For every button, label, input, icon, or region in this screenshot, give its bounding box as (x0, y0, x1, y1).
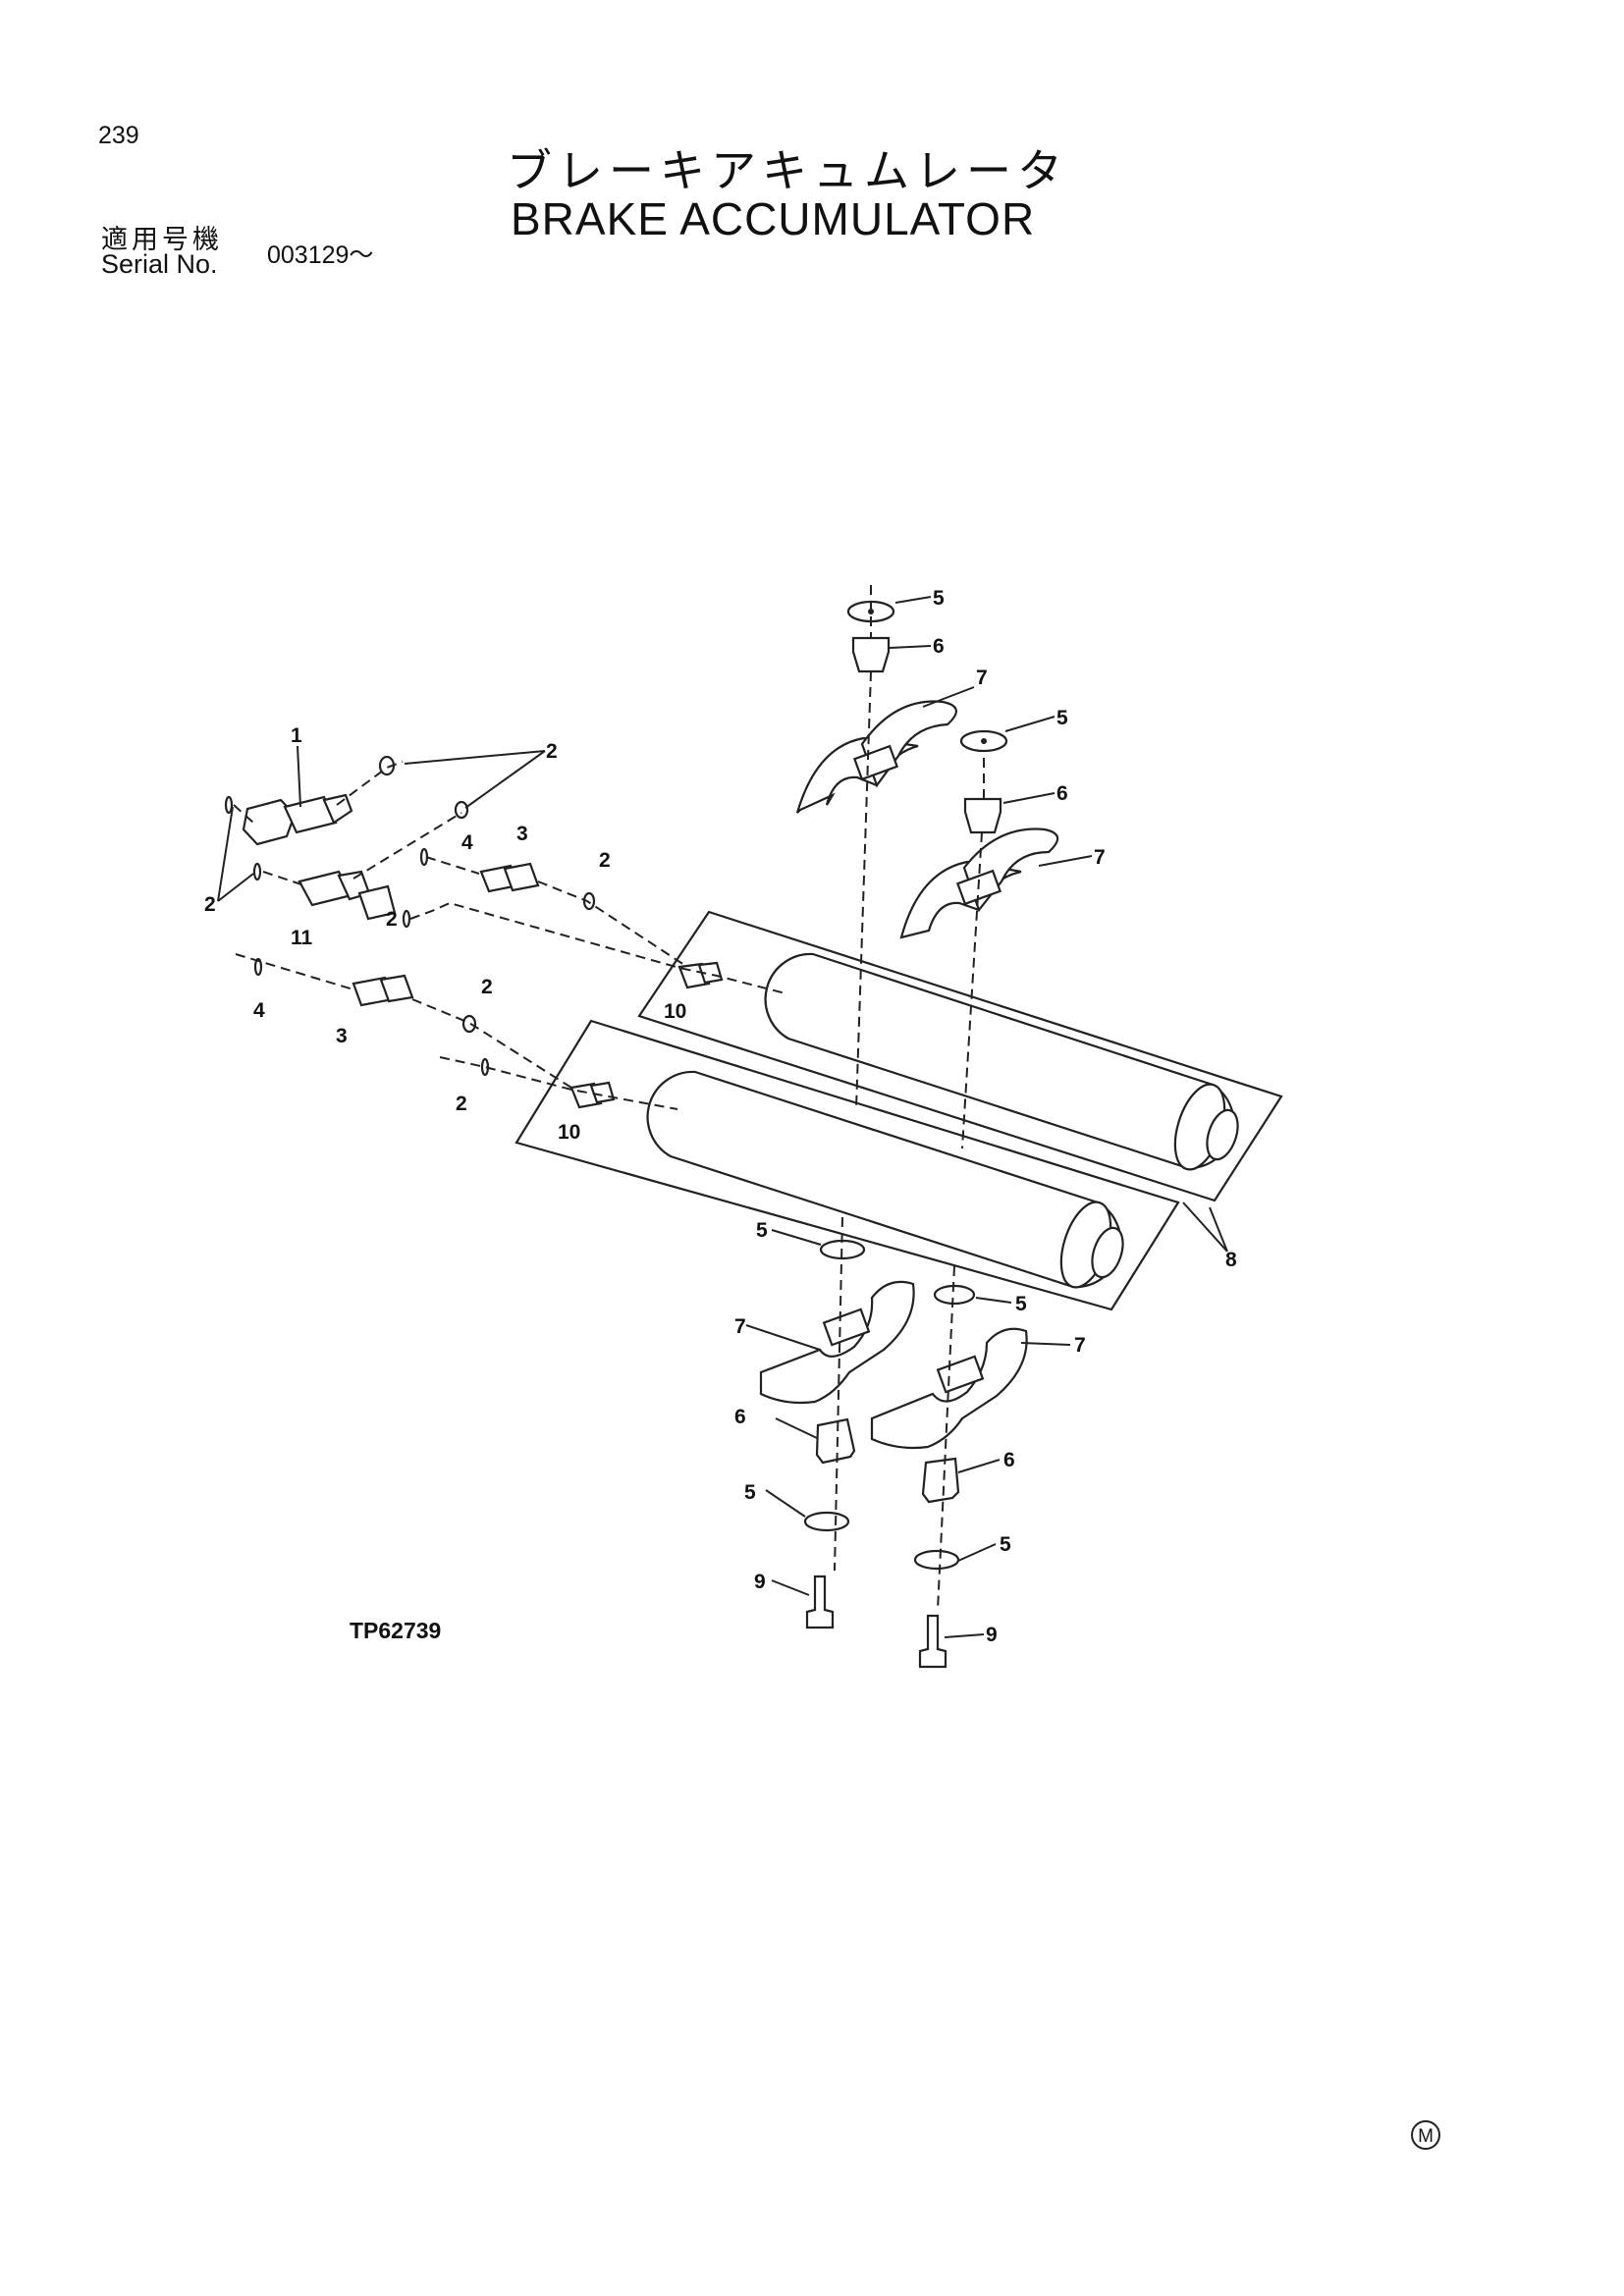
callout-7: 7 (734, 1315, 746, 1338)
callout-8: 8 (1225, 1249, 1237, 1271)
clamp-upper-left (795, 700, 957, 814)
serial-label-japanese: 適用号機 (101, 225, 223, 255)
page-number: 239 (98, 122, 139, 149)
callout-5: 5 (1015, 1293, 1027, 1315)
clamp-upper-right (899, 828, 1059, 939)
washer-bottom-right (913, 1549, 960, 1571)
lower-accumulator-cylinder (646, 1070, 1124, 1289)
bushing-bottom-left (815, 1417, 856, 1465)
callout-5: 5 (1056, 707, 1068, 729)
callout-6: 6 (734, 1406, 746, 1428)
callout-5: 5 (756, 1219, 768, 1242)
callout-4: 4 (461, 831, 473, 854)
title-japanese: ブレーキアキュムレータ (507, 144, 1068, 197)
fitting-elbow-1 (242, 793, 353, 846)
adapter-3-upper (479, 862, 540, 893)
callout-1: 1 (291, 724, 302, 747)
washer-mid-right (933, 1284, 976, 1306)
callout-3: 3 (336, 1025, 348, 1047)
adapter-10-lower (569, 1081, 616, 1109)
adapter-3-lower (352, 974, 414, 1007)
clamp-lower-left (759, 1280, 915, 1405)
bushing-top-left (851, 636, 891, 673)
upper-mounting-plate (637, 910, 1283, 1202)
callout-10: 10 (558, 1121, 580, 1144)
callout-6: 6 (1003, 1449, 1015, 1471)
callout-2: 2 (204, 893, 216, 916)
callout-9: 9 (986, 1624, 998, 1646)
bushing-top-right (963, 797, 1002, 834)
lower-mounting-plate (514, 1019, 1180, 1311)
bolt-bottom-left (805, 1575, 835, 1629)
serial-number-value: 003129～ (267, 241, 374, 269)
clamp-lower-right (870, 1327, 1028, 1450)
bolt-bottom-right (918, 1614, 947, 1669)
figure-code: TP62739 (350, 1618, 442, 1643)
callout-4: 4 (253, 999, 265, 1022)
callout-7: 7 (1074, 1334, 1086, 1357)
callout-2: 2 (599, 849, 611, 872)
callout-2: 2 (546, 740, 558, 763)
upper-accumulator-cylinder (764, 952, 1239, 1171)
callout-10: 10 (664, 1000, 686, 1023)
callout-9: 9 (754, 1571, 766, 1593)
callout-2: 2 (456, 1093, 467, 1115)
callout-6: 6 (1056, 782, 1068, 805)
callout-5: 5 (744, 1481, 756, 1504)
callout-2: 2 (481, 976, 493, 998)
callout-3: 3 (516, 823, 528, 845)
serial-label-english: Serial No. (101, 249, 218, 279)
callout-5: 5 (1000, 1533, 1011, 1556)
m-mark-symbol: M (1411, 2120, 1440, 2150)
callout-11: 11 (291, 927, 313, 949)
title-english: BRAKE ACCUMULATOR (511, 193, 1036, 244)
bushing-bottom-right (921, 1457, 960, 1504)
callout-5: 5 (933, 587, 945, 610)
callout-2: 2 (386, 908, 398, 931)
callout-7: 7 (1094, 846, 1106, 869)
callout-6: 6 (933, 635, 945, 658)
washer-bottom-left (803, 1511, 850, 1532)
fitting-tee-11 (298, 870, 397, 921)
callout-7: 7 (976, 667, 988, 689)
